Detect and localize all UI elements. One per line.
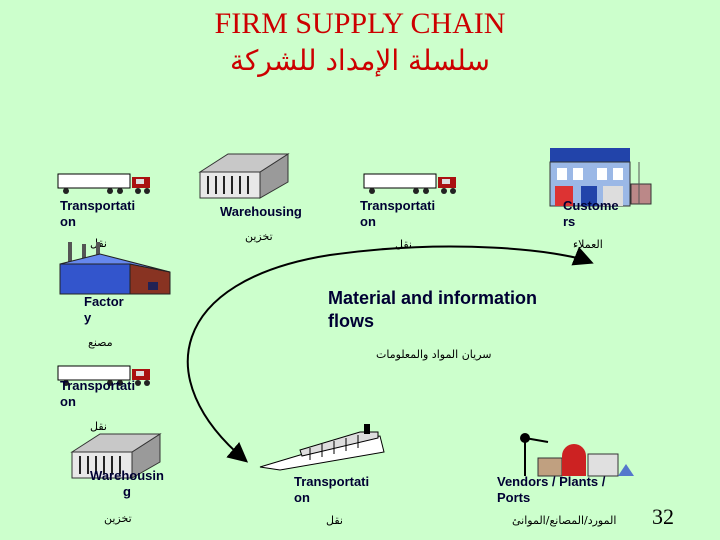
transport3-arabic: نقل <box>90 420 107 433</box>
flow-label: Material and information flows <box>328 288 538 331</box>
factory-icon <box>59 242 171 295</box>
store-icon <box>549 148 652 207</box>
factory-label: Factor y <box>84 294 124 325</box>
transport4-arabic: نقل <box>326 514 343 527</box>
truck-icon <box>363 173 456 194</box>
warehouse2-label: Warehousin g <box>90 468 164 499</box>
transport3-label: Transportati on <box>60 378 136 409</box>
vendors-label: Vendors / Plants / Ports <box>497 474 606 505</box>
flow-arabic: سريان المواد والمعلومات <box>376 348 492 361</box>
warehouse1-label: Warehousing <box>220 204 302 219</box>
transport4-label: Transportati on <box>294 474 370 505</box>
transport1-label: Transportati on <box>60 198 136 229</box>
page-number: 32 <box>652 504 674 529</box>
vendors-arabic: المورد/المصانع/الموانئ <box>512 514 617 527</box>
transport2-arabic: نقل <box>395 238 412 251</box>
warehouse2-arabic: تخزين <box>104 512 132 525</box>
customers-arabic: العملاء <box>573 238 603 251</box>
truck-icon <box>57 173 150 194</box>
customers-label: Custome rs <box>563 198 619 229</box>
truck-icon <box>57 365 150 386</box>
warehouse1-arabic: تخزين <box>245 230 273 243</box>
page-title: FIRM SUPPLY CHAIN <box>214 7 506 40</box>
transport2-label: Transportati on <box>360 198 436 229</box>
train-icon <box>259 424 385 471</box>
warehouse-icon <box>198 153 290 199</box>
warehouse-icon <box>70 433 162 479</box>
page-subtitle-arabic: سلسلة الإمداد للشركة <box>229 44 491 77</box>
factory-arabic: مصنع <box>88 336 113 349</box>
port-icon <box>520 433 634 477</box>
